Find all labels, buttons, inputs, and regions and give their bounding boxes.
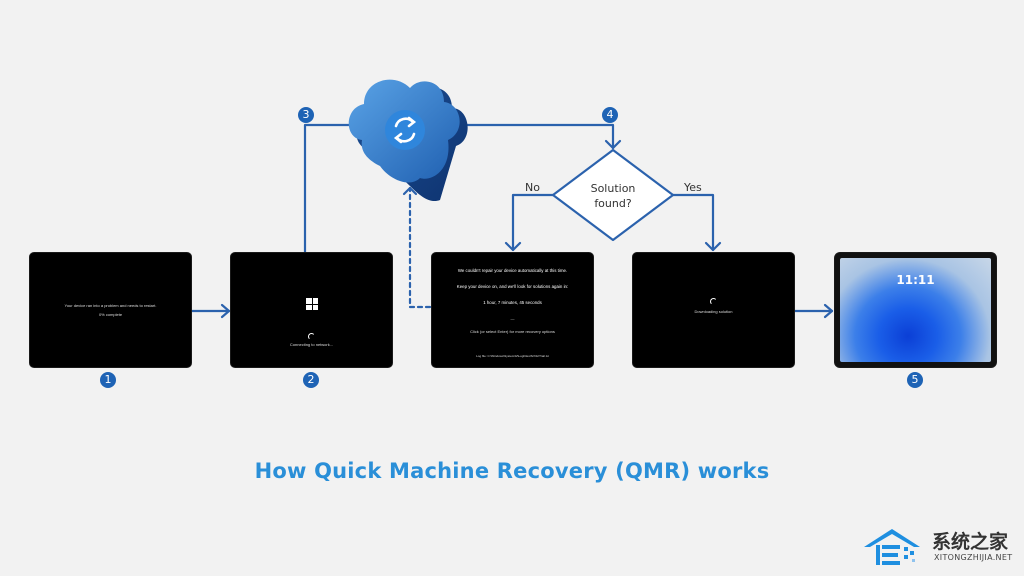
divider-dash: — xyxy=(510,316,515,321)
retry-countdown: 1 hour, 7 minutes, 45 seconds xyxy=(483,300,542,305)
restart-message: Your device ran into a problem and needs… xyxy=(64,303,157,308)
watermark-chinese: 系统之家 xyxy=(932,531,1009,553)
connecting-text: Connecting to network... xyxy=(289,342,334,347)
sync-icon xyxy=(393,116,417,144)
step-badge-1: 1 xyxy=(100,372,116,388)
screen-downloading: Downloading solution xyxy=(633,253,794,367)
screen-recovered-lockscreen: 11:11 xyxy=(835,253,996,367)
loading-spinner-icon xyxy=(308,333,315,340)
line-no-branch xyxy=(511,193,555,252)
line-2-to-cloud xyxy=(303,123,372,254)
step-badge-3: 3 xyxy=(298,107,314,123)
watermark: 系统之家 XITONGZHIJIA.NET xyxy=(862,523,1022,571)
step-badge-4: 4 xyxy=(602,107,618,123)
no-solution-line2: Keep your device on, and we'll look for … xyxy=(456,284,569,289)
arrowhead-to-decision xyxy=(604,139,622,150)
yes-label: Yes xyxy=(684,181,702,194)
log-file-path: Log file: C:\Windows\System32\LogFiles\S… xyxy=(476,354,549,358)
restart-progress: 0% complete xyxy=(98,312,123,317)
step-badge-2: 2 xyxy=(303,372,319,388)
no-label: No xyxy=(525,181,540,194)
dashed-retry-arrowhead xyxy=(402,186,418,196)
no-solution-line1: We couldn't repair your device automatic… xyxy=(457,268,568,273)
step-badge-5: 5 xyxy=(907,372,923,388)
loading-spinner-icon xyxy=(710,298,717,305)
cloud-icon xyxy=(348,79,468,202)
screen-connecting: Connecting to network... xyxy=(231,253,392,367)
watermark-english: XITONGZHIJIA.NET xyxy=(934,553,1013,562)
screen-no-solution: We couldn't repair your device automatic… xyxy=(432,253,593,367)
arrowhead-4-to-5 xyxy=(823,303,834,319)
arrowhead-yes xyxy=(704,241,722,252)
decision-text-line2: found? xyxy=(594,197,632,210)
arrowhead-no xyxy=(504,241,522,252)
line-yes-branch xyxy=(671,193,715,252)
house-logo-icon xyxy=(864,529,920,565)
downloading-text: Downloading solution xyxy=(694,309,733,314)
windows-logo-icon xyxy=(306,298,318,310)
decision-diamond xyxy=(551,148,675,242)
decision-text: Solution found? xyxy=(583,181,643,211)
dashed-retry-line xyxy=(408,186,432,309)
decision-text-line1: Solution xyxy=(590,182,636,195)
diagram-title: How Quick Machine Recovery (QMR) works xyxy=(254,459,770,483)
screen-restart: Your device ran into a problem and needs… xyxy=(30,253,191,367)
lockscreen-clock: 11:11 xyxy=(896,273,935,287)
line-cloud-to-decision xyxy=(453,123,615,150)
windows-bloom-wallpaper: 11:11 xyxy=(840,258,991,362)
arrowhead-1-to-2 xyxy=(220,303,231,319)
recovery-options-hint: Click (or select Enter) for more recover… xyxy=(470,329,555,334)
